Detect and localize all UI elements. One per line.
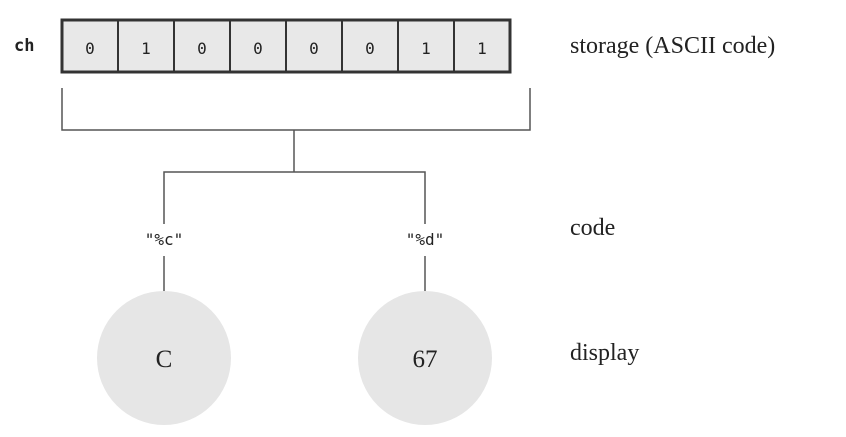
decimal-display-value: 67 — [412, 346, 438, 373]
bit-value: 0 — [309, 39, 319, 58]
storage-label: storage (ASCII code) — [570, 33, 776, 59]
bit-value: 1 — [421, 39, 431, 58]
branch-split — [163, 171, 426, 224]
byte-bracket — [61, 88, 531, 131]
display-label: display — [570, 340, 640, 366]
char-format-code: "%c" — [144, 230, 184, 249]
bit-value: 0 — [85, 39, 95, 58]
code-label: code — [570, 215, 616, 241]
byte-outline — [60, 18, 512, 74]
char-display-circle — [97, 291, 231, 425]
decimal-format-code: "%d" — [405, 230, 445, 249]
char-display-value: C — [155, 346, 173, 373]
variable-name: ch — [14, 36, 35, 56]
bit-cell-5 — [341, 19, 399, 73]
bit-value: 0 — [365, 39, 375, 58]
byte-register — [60, 18, 512, 74]
bit-value: 0 — [197, 39, 207, 58]
bit-value: 0 — [253, 39, 263, 58]
decimal-display-circle — [358, 291, 492, 425]
bit-value: 1 — [141, 39, 151, 58]
bit-cell-7 — [453, 19, 511, 73]
bit-value: 1 — [477, 39, 487, 58]
